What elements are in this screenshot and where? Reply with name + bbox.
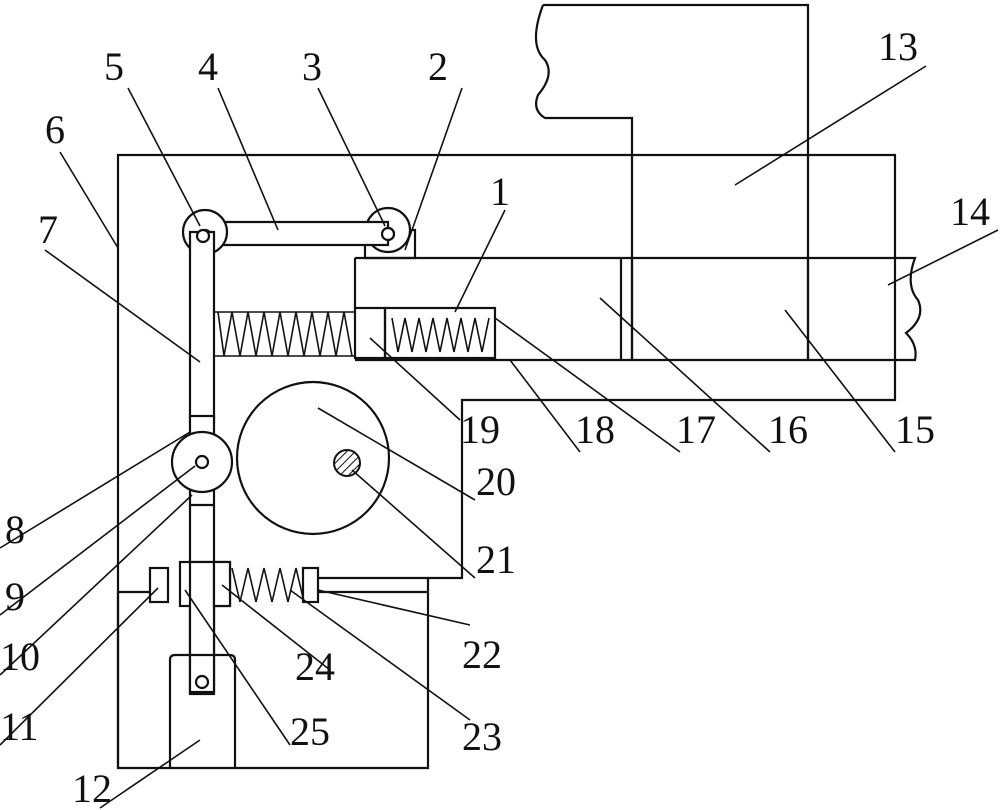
label-18: 18 [575, 407, 615, 452]
part-21-shaft [333, 449, 361, 477]
part-17-spring [391, 317, 490, 353]
label-20: 20 [476, 459, 516, 504]
housing-frame [116, 153, 897, 770]
label-4: 4 [198, 44, 218, 89]
label-19: 19 [460, 407, 500, 452]
label-15: 15 [895, 407, 935, 452]
label-5: 5 [104, 44, 124, 89]
label-2: 2 [428, 44, 448, 89]
link-7-pin [195, 228, 211, 244]
part-24-slider [212, 560, 232, 608]
part-12-pin [194, 674, 210, 690]
part-9-pin [194, 454, 210, 470]
label-7: 7 [38, 207, 58, 252]
label-23: 23 [462, 714, 502, 759]
label-12: 12 [72, 766, 112, 810]
label-17: 17 [676, 407, 716, 452]
label-10: 10 [0, 634, 40, 679]
part-4-link [203, 220, 390, 247]
label-24: 24 [295, 644, 335, 689]
label-6: 6 [45, 107, 65, 152]
part-23-spring [231, 567, 305, 603]
label-25: 25 [290, 709, 330, 754]
part-18-housing [383, 306, 497, 360]
part-20-wheel [235, 380, 391, 536]
part-11-slider [148, 566, 170, 604]
label-11: 11 [0, 704, 39, 749]
leader-lines [0, 65, 999, 809]
left-spring [217, 311, 353, 357]
label-16: 16 [768, 407, 808, 452]
label-3: 3 [302, 44, 322, 89]
label-9: 9 [5, 574, 25, 619]
part-14-bar [355, 256, 922, 362]
label-22: 22 [462, 632, 502, 677]
label-8: 8 [5, 507, 25, 552]
label-14: 14 [950, 189, 990, 234]
link-4-pin [380, 226, 396, 242]
part-19-block [353, 306, 387, 360]
part-12-block [168, 653, 237, 768]
label-1: 1 [490, 169, 510, 214]
label-13: 13 [878, 24, 918, 69]
label-21: 21 [476, 537, 516, 582]
part-13-upper-block [534, 3, 810, 360]
part-22-stop [301, 566, 320, 604]
part-7-link [188, 230, 216, 424]
